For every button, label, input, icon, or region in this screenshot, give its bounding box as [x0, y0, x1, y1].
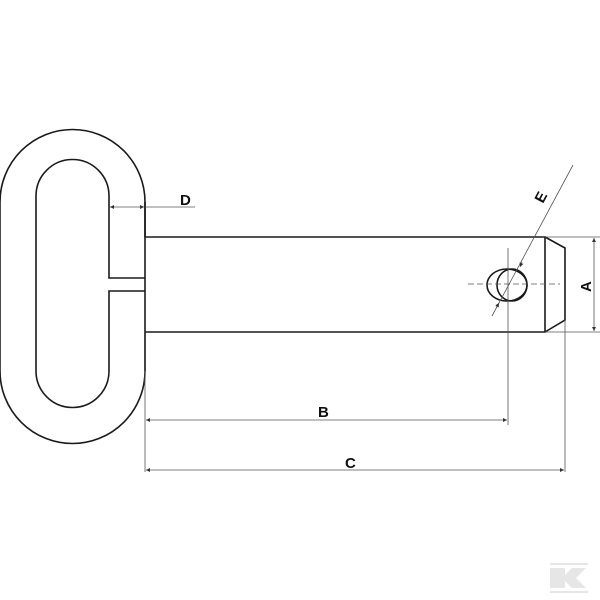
watermark-logo [550, 563, 588, 593]
hole-circle [496, 268, 528, 302]
label-c: C [345, 455, 356, 472]
label-a: A [578, 281, 595, 292]
dim-e-line [491, 164, 574, 317]
label-b: B [318, 404, 329, 421]
ring-inner [35, 158, 145, 409]
ring-outer [0, 128, 146, 445]
dim-e-arrow1 [519, 261, 524, 268]
pin-chamfer [544, 236, 566, 333]
hole-ellipse [486, 268, 528, 302]
label-e: E [532, 189, 552, 206]
pin-body [145, 236, 546, 333]
label-d: D [180, 192, 191, 209]
dim-e-arrow2 [495, 302, 500, 309]
